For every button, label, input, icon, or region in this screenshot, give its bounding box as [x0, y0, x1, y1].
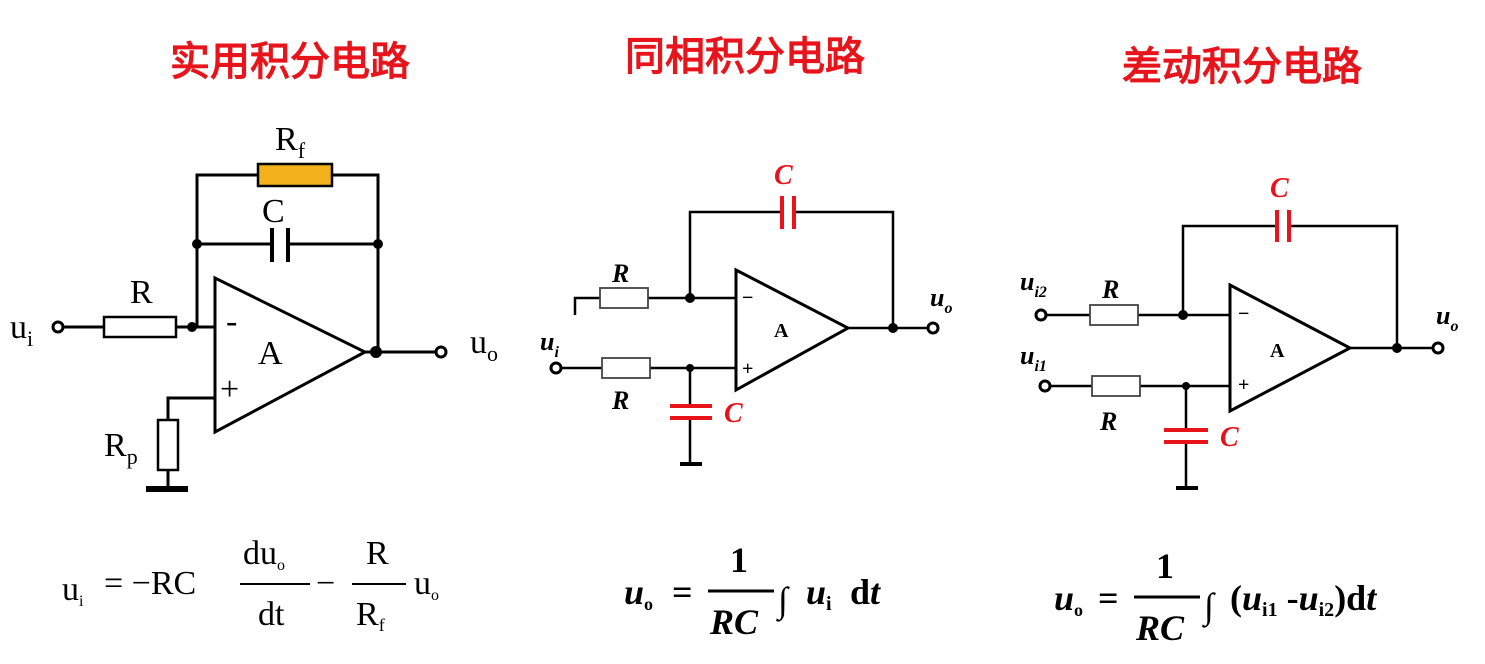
formula3-body: (ui1 -ui2)dt	[1230, 578, 1377, 621]
uo-terminal	[926, 321, 940, 335]
junction	[1182, 382, 1190, 390]
r-top-resistor	[1089, 304, 1139, 326]
opamp-triangle	[213, 275, 369, 435]
formula3-eq: =	[1098, 578, 1119, 618]
formula2-lhs: uo	[624, 572, 653, 614]
uo-label: uo	[1436, 301, 1458, 335]
amp-label: A	[258, 335, 283, 372]
uo-label: uo	[930, 283, 952, 317]
junction	[373, 239, 383, 249]
wire-rp-top	[166, 396, 215, 420]
junction	[1178, 310, 1188, 320]
formula1-frac1-num: duo	[243, 535, 285, 574]
ui2-terminal	[1034, 308, 1048, 322]
r-bottom-label: R	[1099, 407, 1117, 436]
junction	[1392, 343, 1402, 353]
plus-label: +	[220, 371, 239, 408]
ui-terminal	[549, 361, 563, 375]
r-bottom-label: R	[611, 386, 629, 415]
formula1-frac2-num: R	[366, 535, 389, 572]
formula2-den: RC	[709, 602, 759, 642]
r-bottom-resistor	[601, 357, 651, 379]
opamp-triangle	[734, 267, 852, 393]
junction	[888, 323, 898, 333]
formula1-minus: −	[316, 565, 335, 602]
plus-label: +	[1238, 374, 1249, 396]
wire-feedback	[688, 210, 895, 328]
formula3-integral: ∫	[1202, 586, 1216, 628]
r-top-label: R	[1101, 275, 1119, 304]
r-bottom-resistor	[1091, 375, 1141, 397]
junction	[187, 322, 197, 332]
amp-label: A	[774, 320, 789, 342]
minus-label: −	[1238, 303, 1249, 325]
formula1-eq: = −RC	[104, 565, 196, 602]
minus-label: −	[742, 287, 753, 309]
circuit-in-phase: C C R R ui uo A − +	[540, 160, 952, 466]
r-label: R	[130, 274, 153, 311]
formula2-integrand: ui	[806, 572, 832, 615]
opamp-triangle	[1228, 282, 1354, 414]
formula3-num: 1	[1156, 546, 1174, 586]
amp-label: A	[1270, 340, 1285, 362]
ui1-label: ui1	[1020, 341, 1047, 375]
junction	[370, 346, 382, 358]
ui-label: ui	[10, 309, 33, 351]
formula1-frac2-den: Rf	[356, 596, 385, 635]
title-differential-integrator: 差动积分电路	[1122, 44, 1363, 90]
ui-label: ui	[540, 327, 559, 361]
ui-terminal	[51, 320, 65, 334]
uo-terminal	[1431, 341, 1445, 355]
junction	[192, 239, 202, 249]
formula2-num: 1	[730, 540, 748, 580]
r-top-resistor	[599, 287, 649, 309]
formula-practical: ui = −RC duo dt − R Rf uo	[62, 535, 439, 635]
rp-resistor	[156, 418, 180, 472]
uo-label: uo	[470, 324, 498, 366]
formula1-lhs: ui	[62, 571, 84, 610]
c-bottom-label: C	[724, 398, 743, 429]
ui1-terminal	[1038, 379, 1052, 393]
circuit-practical: Rf C R ui uo A - + Rp	[10, 121, 498, 492]
formula1-frac1-den: dt	[258, 596, 285, 633]
ui2-label: ui2	[1020, 267, 1047, 301]
formula2-dt: dt	[850, 572, 881, 612]
uo-terminal	[434, 345, 448, 359]
formula2-eq: =	[672, 572, 693, 612]
title-practical-integrator: 实用积分电路	[170, 39, 411, 85]
r-top-label: R	[611, 259, 629, 288]
wire-rf-right	[332, 173, 380, 352]
rp-label: Rp	[104, 427, 138, 469]
formula3-lhs: uo	[1054, 578, 1083, 620]
wire-feedback	[1181, 224, 1399, 348]
junction	[686, 364, 694, 372]
c-top-label: C	[774, 160, 793, 191]
plus-label: +	[742, 358, 753, 380]
formula2-integral: ∫	[776, 580, 790, 622]
formula-in-phase: uo = 1 RC ∫ ui dt	[624, 540, 881, 642]
rf-label: Rf	[275, 121, 306, 163]
formula-differential: uo = 1 RC ∫ (ui1 -ui2)dt	[1054, 546, 1377, 648]
c-bottom-label: C	[1220, 422, 1239, 453]
r-resistor	[102, 315, 178, 339]
junction	[685, 293, 695, 303]
minus-label: -	[226, 303, 237, 340]
circuit-differential: C C R R ui2 ui1 uo A − +	[1020, 173, 1458, 490]
title-in-phase-integrator: 同相积分电路	[625, 34, 866, 80]
rf-resistor	[256, 162, 334, 188]
formula1-tail: uo	[414, 565, 439, 604]
formula3-den: RC	[1135, 608, 1185, 648]
c-label: C	[262, 193, 285, 230]
wire-rf-left	[195, 173, 258, 327]
c-top-label: C	[1270, 173, 1289, 204]
